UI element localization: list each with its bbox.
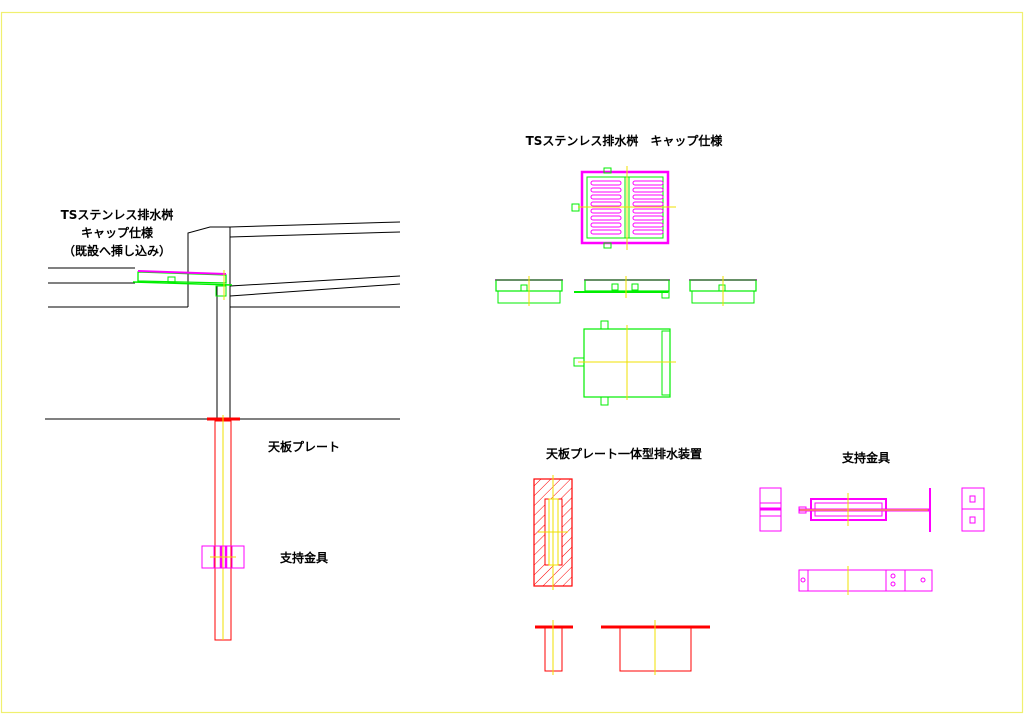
cap-side-view-right <box>689 276 757 306</box>
integrated-drain-elevation-right <box>601 620 710 675</box>
cap-note-line3: （既設へ挿し込み） <box>63 243 171 258</box>
cap-bottom-view <box>573 320 676 406</box>
bracket-label-left: 支持金具 <box>279 550 328 565</box>
cap-plan-view <box>571 166 676 250</box>
section-view <box>45 221 401 420</box>
cap-note-line2: キャップ仕様 <box>81 225 154 240</box>
cap-front-view <box>574 276 670 299</box>
integrated-drain-plan <box>533 475 573 590</box>
sheet-border <box>0 11 1024 714</box>
integrated-drain-title: 天板プレート一体型排水装置 <box>546 446 702 461</box>
bracket-front-view <box>798 566 933 595</box>
cap-note-line1: TSステンレス排水桝 <box>61 207 174 222</box>
bracket-top-view <box>798 488 931 532</box>
bracket-views-title: 支持金具 <box>841 450 890 465</box>
top-plate-pipe <box>207 415 240 641</box>
top-plate-label: 天板プレート <box>268 439 340 454</box>
bracket-on-pipe <box>201 545 245 569</box>
cap-section <box>132 270 233 300</box>
bracket-side-view-right <box>961 487 985 532</box>
cap-views-title: TSステンレス排水桝 キャップ仕様 <box>526 133 724 148</box>
bracket-side-view-left <box>759 487 782 532</box>
integrated-drain-elevation-left <box>535 620 573 675</box>
cap-side-view-left <box>495 276 563 306</box>
